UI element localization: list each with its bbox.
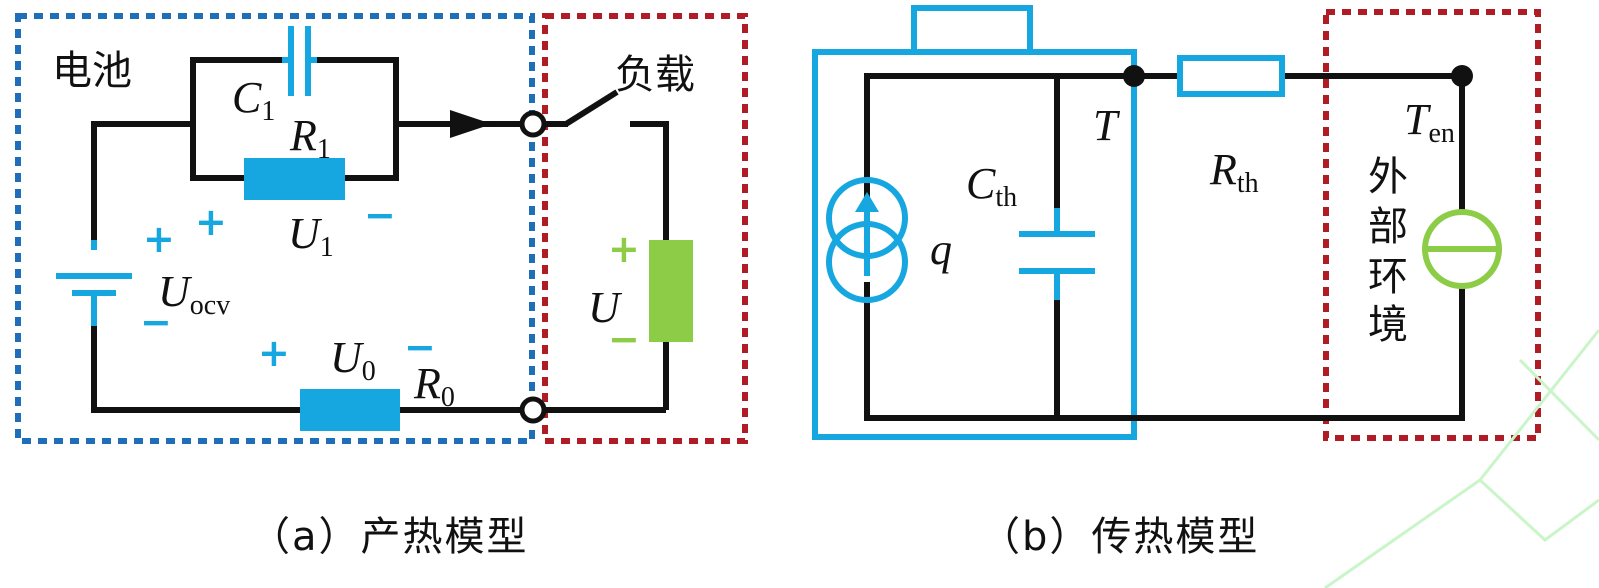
svg-text:外: 外 xyxy=(1368,154,1408,200)
resistor-rth xyxy=(1177,55,1285,97)
caption-a: （a）产热模型 xyxy=(250,514,529,560)
node-t xyxy=(1123,65,1145,87)
panel-a-heat-generation-model: 电池 负载 C1 R1 U1 Uocv U0 R0 U + − + − + − … xyxy=(15,13,748,560)
current-source-symbol xyxy=(826,177,908,303)
thermal-circuit-wires xyxy=(864,73,1465,421)
terminal-node xyxy=(519,396,547,424)
caption-b: （b）传热模型 xyxy=(980,514,1259,560)
label-uocv: Uocv xyxy=(158,267,230,321)
label-u1: U1 xyxy=(288,209,334,263)
svg-text:境: 境 xyxy=(1368,302,1408,348)
label-cth: Cth xyxy=(966,159,1017,213)
load-box xyxy=(542,13,748,444)
label-c1: C1 xyxy=(232,73,275,127)
plus-sign: + xyxy=(195,200,227,244)
label-ten: Ten xyxy=(1404,95,1455,149)
label-q: q xyxy=(930,225,952,274)
plus-sign: + xyxy=(143,217,175,261)
watermark-decoration xyxy=(1324,329,1599,588)
environment-box xyxy=(1323,9,1541,441)
terminal-node xyxy=(519,110,547,138)
plus-sign: + xyxy=(258,331,290,375)
battery-circuit-wires xyxy=(91,57,669,413)
label-u: U xyxy=(588,283,623,332)
arrow-icon xyxy=(450,110,492,138)
capacitor-c1 xyxy=(282,26,317,96)
capacitor-cth xyxy=(1019,208,1095,300)
svg-text:环: 环 xyxy=(1368,254,1408,300)
minus-sign: − xyxy=(140,300,172,344)
polarity-signs: + − + − + − + − xyxy=(140,193,640,375)
label-r0: R0 xyxy=(413,359,455,413)
panel-b-heat-transfer-model: q Cth T Rth Ten 外 部 环 境 （b）传热模型 xyxy=(812,5,1541,560)
load-element xyxy=(649,240,693,342)
minus-sign: − xyxy=(404,325,436,369)
label-t: T xyxy=(1093,101,1121,150)
svg-text:部: 部 xyxy=(1368,204,1408,250)
label-r1: R1 xyxy=(289,111,331,165)
node-ten xyxy=(1451,65,1473,87)
resistor-r1 xyxy=(244,158,345,200)
battery-label: 电池 xyxy=(52,48,132,94)
battery-box xyxy=(15,13,535,444)
load-label: 负载 xyxy=(615,52,695,98)
voltage-source-symbol xyxy=(1422,209,1502,289)
resistor-r0 xyxy=(300,389,400,431)
label-rth: Rth xyxy=(1209,145,1259,199)
battery-symbol xyxy=(56,240,132,326)
minus-sign: − xyxy=(364,193,396,237)
minus-sign: − xyxy=(608,317,640,361)
environment-label: 外 部 环 境 xyxy=(1368,154,1408,348)
label-u0: U0 xyxy=(330,333,376,387)
battery-thermal-box xyxy=(812,5,1137,440)
plus-sign: + xyxy=(608,227,640,271)
